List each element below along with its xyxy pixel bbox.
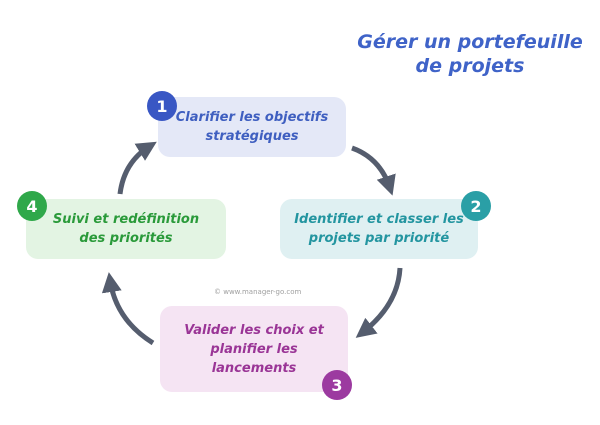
step-2-box: Identifier et classer les projets par pr… xyxy=(280,199,478,259)
title-line-1: Gérer un portefeuille xyxy=(357,31,583,53)
step-3-badge: 3 xyxy=(322,370,352,400)
diagram-title: Gérer un portefeuille de projets xyxy=(355,30,585,78)
step-1-line-1: Clarifier les objectifs xyxy=(175,110,329,125)
step-3-line-3: lancements xyxy=(211,360,297,376)
step-2-line-1: Identifier et classer les xyxy=(294,212,464,227)
step-3-box: Valider les choix et planifier les lance… xyxy=(160,306,348,392)
step-1-box: Clarifier les objectifs stratégiques xyxy=(158,97,346,157)
step-4-line-1: Suivi et redéfinition xyxy=(52,212,200,227)
step-2-line-2: projets par priorité xyxy=(308,231,450,246)
title-line-2: de projets xyxy=(415,55,525,77)
arrow-step2-to-step3 xyxy=(355,267,403,338)
step-4-box: Suivi et redéfinition des priorités xyxy=(26,199,226,259)
arrow-step4-to-step1 xyxy=(117,141,157,195)
step-4-badge: 4 xyxy=(17,191,47,221)
arrow-step1-to-step2 xyxy=(351,145,396,196)
step-4-line-2: des priorités xyxy=(79,231,173,246)
step-2-badge: 2 xyxy=(461,191,491,221)
arrow-step3-to-step4 xyxy=(101,272,155,346)
step-1-line-2: stratégiques xyxy=(205,129,299,144)
copyright-watermark: © www.manager-go.com xyxy=(214,288,302,296)
step-1-badge: 1 xyxy=(147,91,177,121)
step-3-line-1: Valider les choix et xyxy=(184,322,324,338)
step-3-line-2: planifier les xyxy=(210,341,298,357)
